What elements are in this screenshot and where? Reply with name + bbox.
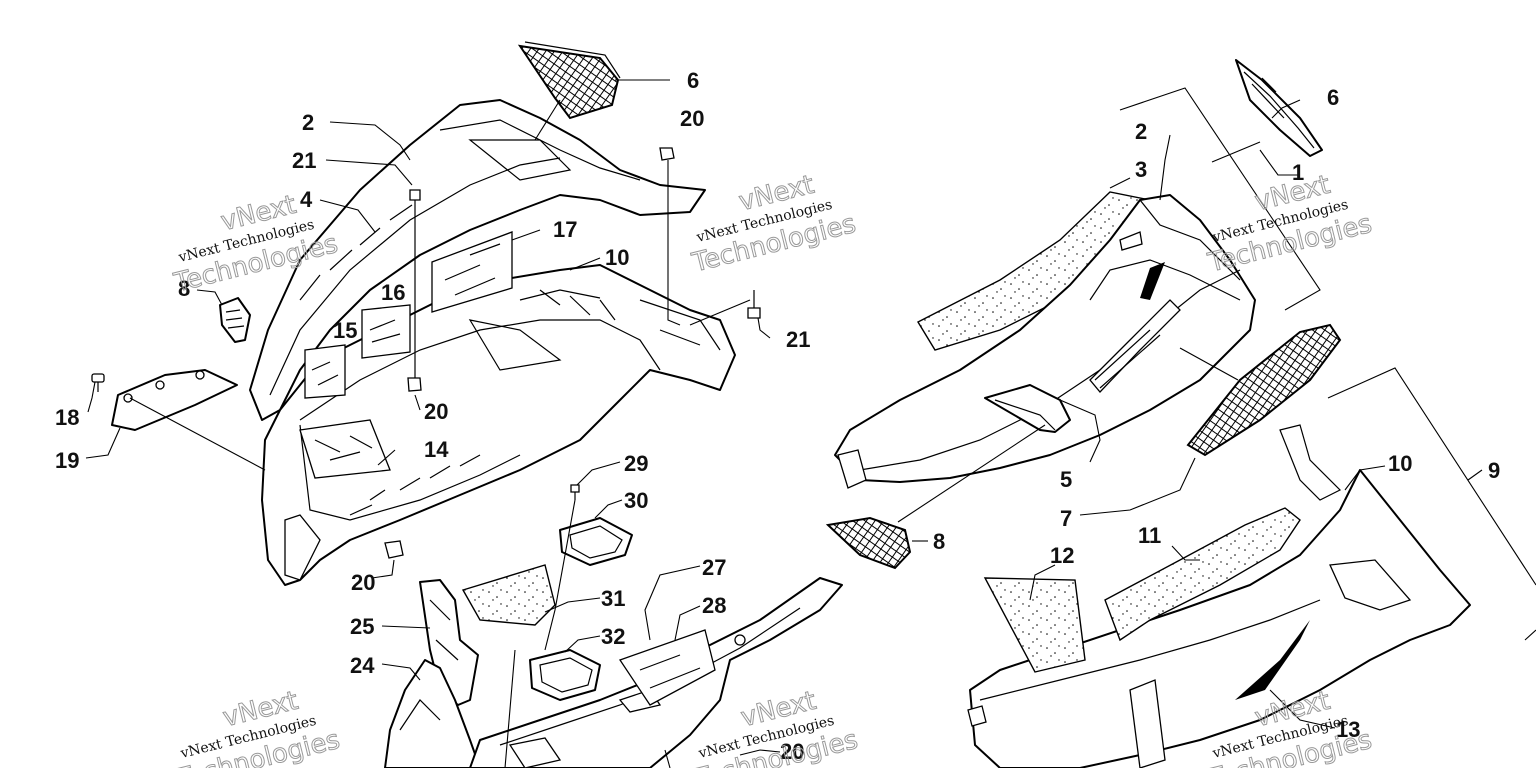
callout-20-lower: 20: [351, 570, 375, 595]
decal-15: [304, 344, 346, 399]
insulation-pad-11: [1104, 507, 1301, 642]
callout-2-right: 2: [1135, 119, 1147, 144]
nut-20-middle: [407, 377, 422, 392]
callout-20-top: 20: [680, 106, 704, 131]
callout-21-right: 21: [786, 327, 810, 352]
callout-14: 14: [424, 437, 449, 462]
callout-31: 31: [601, 586, 625, 611]
panel-31: [461, 564, 556, 626]
callout-28: 28: [702, 593, 726, 618]
callout-13: 13: [1336, 717, 1360, 742]
callout-12: 12: [1050, 543, 1074, 568]
hood-bezel-10-right: [967, 424, 1471, 768]
callout-15: 15: [333, 318, 357, 343]
callout-20-bottom: 20: [780, 739, 804, 764]
lower-bracket-24: [384, 659, 481, 768]
callout-6-right: 6: [1327, 85, 1339, 110]
grommet-32: [529, 649, 601, 701]
callout-7: 7: [1060, 506, 1072, 531]
callout-30: 30: [624, 488, 648, 513]
vent-grille-7: [1186, 323, 1342, 457]
side-trim-19: [111, 369, 238, 431]
console-27: [469, 577, 843, 768]
callout-5: 5: [1060, 467, 1072, 492]
callout-6-left: 6: [687, 68, 699, 93]
callout-11: 11: [1138, 523, 1161, 548]
callout-10-right: 10: [1388, 451, 1412, 476]
callout-9: 9: [1488, 458, 1500, 483]
screw-29: [570, 484, 580, 500]
callout-32: 32: [601, 624, 625, 649]
hood-upper-panel: [249, 99, 706, 421]
callout-29: 29: [624, 451, 648, 476]
callout-19: 19: [55, 448, 79, 473]
callout-16: 16: [381, 280, 405, 305]
decal-stripe-hood: [1089, 262, 1181, 393]
vent-grille-8-right: [825, 516, 912, 570]
callout-10-left: 10: [605, 245, 629, 270]
callout-25: 25: [350, 614, 374, 639]
vent-grille-6-right: [1235, 59, 1323, 157]
nut-20-lower: [384, 540, 404, 559]
decal-16: [361, 304, 411, 359]
watermark-4: vNext vNext Technologies Technologies: [172, 685, 343, 768]
bolt-21-right: [747, 290, 761, 319]
callout-21-left: 21: [292, 148, 316, 173]
callout-2-left: 2: [302, 110, 314, 135]
nut-20-top: [659, 147, 675, 161]
callout-20-middle: 20: [424, 399, 448, 424]
decal-28: [618, 629, 716, 706]
callout-27: 27: [702, 555, 726, 580]
decal-12: [983, 577, 1086, 673]
callout-24: 24: [350, 653, 375, 678]
callout-17: 17: [553, 217, 577, 242]
bolt-21-top: [409, 189, 421, 385]
watermark-3: vNext vNext Technologies Technologies: [1204, 169, 1375, 279]
callout-8-right: 8: [933, 529, 945, 554]
side-vent-8-left: [219, 297, 251, 343]
callout-labels: 6 20 2 21 4 17 10 8 16 15 21 20 18 14 19…: [55, 68, 1500, 764]
hood-panel-2-right: [834, 194, 1256, 489]
callout-4: 4: [300, 187, 313, 212]
hood-scoop-5: [984, 384, 1071, 433]
callout-1: 1: [1292, 160, 1304, 185]
decal-17: [431, 231, 513, 313]
callout-8-left: 8: [178, 276, 190, 301]
screw-18: [91, 373, 105, 392]
callout-3: 3: [1135, 157, 1147, 182]
callout-18: 18: [55, 405, 79, 430]
watermark-2: vNext vNext Technologies Technologies: [688, 169, 859, 279]
decal-14: [299, 419, 391, 479]
grommet-30: [559, 517, 633, 566]
vent-grille-top-left: [517, 41, 621, 120]
